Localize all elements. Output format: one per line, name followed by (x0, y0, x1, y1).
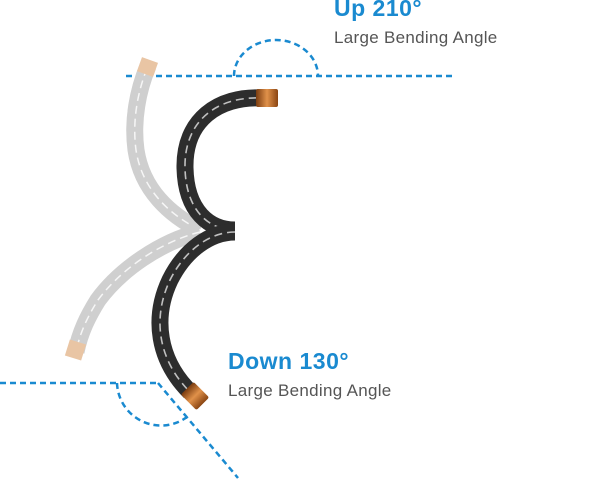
down-angle-indicator (0, 381, 239, 479)
ghost-up-tip (136, 57, 159, 77)
up-label-block: Up 210° Large Bending Angle (334, 0, 498, 48)
down-subtitle: Large Bending Angle (228, 381, 392, 400)
down-copper-tip (181, 382, 209, 410)
up-subtitle: Large Bending Angle (334, 28, 498, 47)
up-copper-tip (256, 89, 278, 107)
down-label-block: Down 130° Large Bending Angle (228, 348, 392, 401)
active-cables (151, 89, 550, 410)
ghost-down-tip (64, 339, 87, 361)
up-title: Up 210° (334, 0, 423, 21)
up-angle-indicator (126, 38, 455, 78)
ghost-cables (20, 57, 210, 361)
down-angle-line (157, 382, 239, 479)
down-title: Down 130° (228, 348, 350, 374)
down-angle-arc (115, 382, 188, 427)
up-angle-arc (232, 38, 320, 77)
